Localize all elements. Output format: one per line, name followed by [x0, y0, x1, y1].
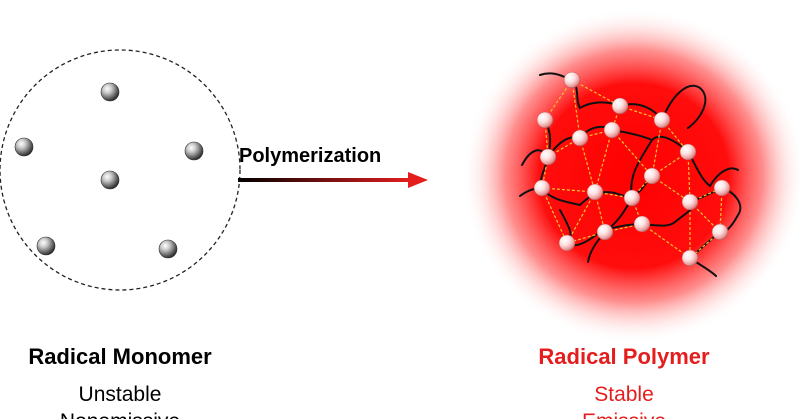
monomer-radical-sphere: [14, 137, 34, 157]
polymer-radical-sphere: [533, 179, 551, 197]
polymer-radical-sphere: [571, 129, 589, 147]
polymer-bond: [594, 129, 613, 193]
polymer-radical-sphere: [536, 111, 554, 129]
monomer-radical-sphere: [100, 170, 120, 190]
polymer-radical-sphere: [653, 111, 671, 129]
monomer-dashed-circle: [0, 49, 241, 291]
polymer-radical-sphere: [713, 179, 731, 197]
polymer-bond: [651, 119, 663, 177]
polymer-radical-sphere: [563, 71, 581, 89]
polymer-radical-sphere: [711, 223, 729, 241]
polymer-radical-sphere: [539, 148, 557, 166]
polymerization-arrow: [238, 172, 428, 188]
monomer-radical-sphere: [36, 236, 56, 256]
monomer-property-stability: Unstable: [78, 383, 162, 406]
polymer-radical-sphere: [679, 143, 697, 161]
polymer-property-stability: Stable: [594, 383, 654, 406]
monomer-radical-sphere: [184, 141, 204, 161]
polymer-bond: [571, 79, 621, 107]
monomer-radical-sphere: [100, 82, 120, 102]
emission-glow: [462, 8, 800, 344]
polymer-property-emission: Emissive: [582, 410, 666, 419]
polymer-bond: [579, 137, 596, 193]
polymer-bond: [541, 187, 596, 193]
polymer-radical-sphere: [596, 223, 614, 241]
polymer-radical-sphere: [681, 249, 699, 267]
arrow-head: [408, 172, 428, 188]
monomer-title: Radical Monomer: [28, 344, 212, 369]
polymer-radicals: [533, 71, 731, 267]
arrow-shaft: [238, 178, 410, 182]
polymer-radical-sphere: [611, 97, 629, 115]
polymer-bond: [541, 187, 568, 244]
polymer-radical-sphere: [681, 193, 699, 211]
polymer-bond: [687, 151, 691, 203]
monomer-property-emission: Nonemissive: [60, 410, 180, 419]
polymer-radical-sphere: [633, 215, 651, 233]
polymer-title: Radical Polymer: [538, 344, 710, 369]
polymer-chain: [687, 151, 739, 188]
monomer-radicals: [14, 82, 204, 259]
polymer-radical-sphere: [623, 189, 641, 207]
polymer-chain: [587, 139, 653, 263]
polymer-bond: [611, 129, 653, 177]
polymer-radical-sphere: [558, 234, 576, 252]
monomer-radical-sphere: [158, 239, 178, 259]
polymer-radical-sphere: [643, 167, 661, 185]
polymerization-label: Polymerization: [239, 145, 382, 167]
polymer-radical-sphere: [586, 183, 604, 201]
polymer-radical-sphere: [603, 121, 621, 139]
